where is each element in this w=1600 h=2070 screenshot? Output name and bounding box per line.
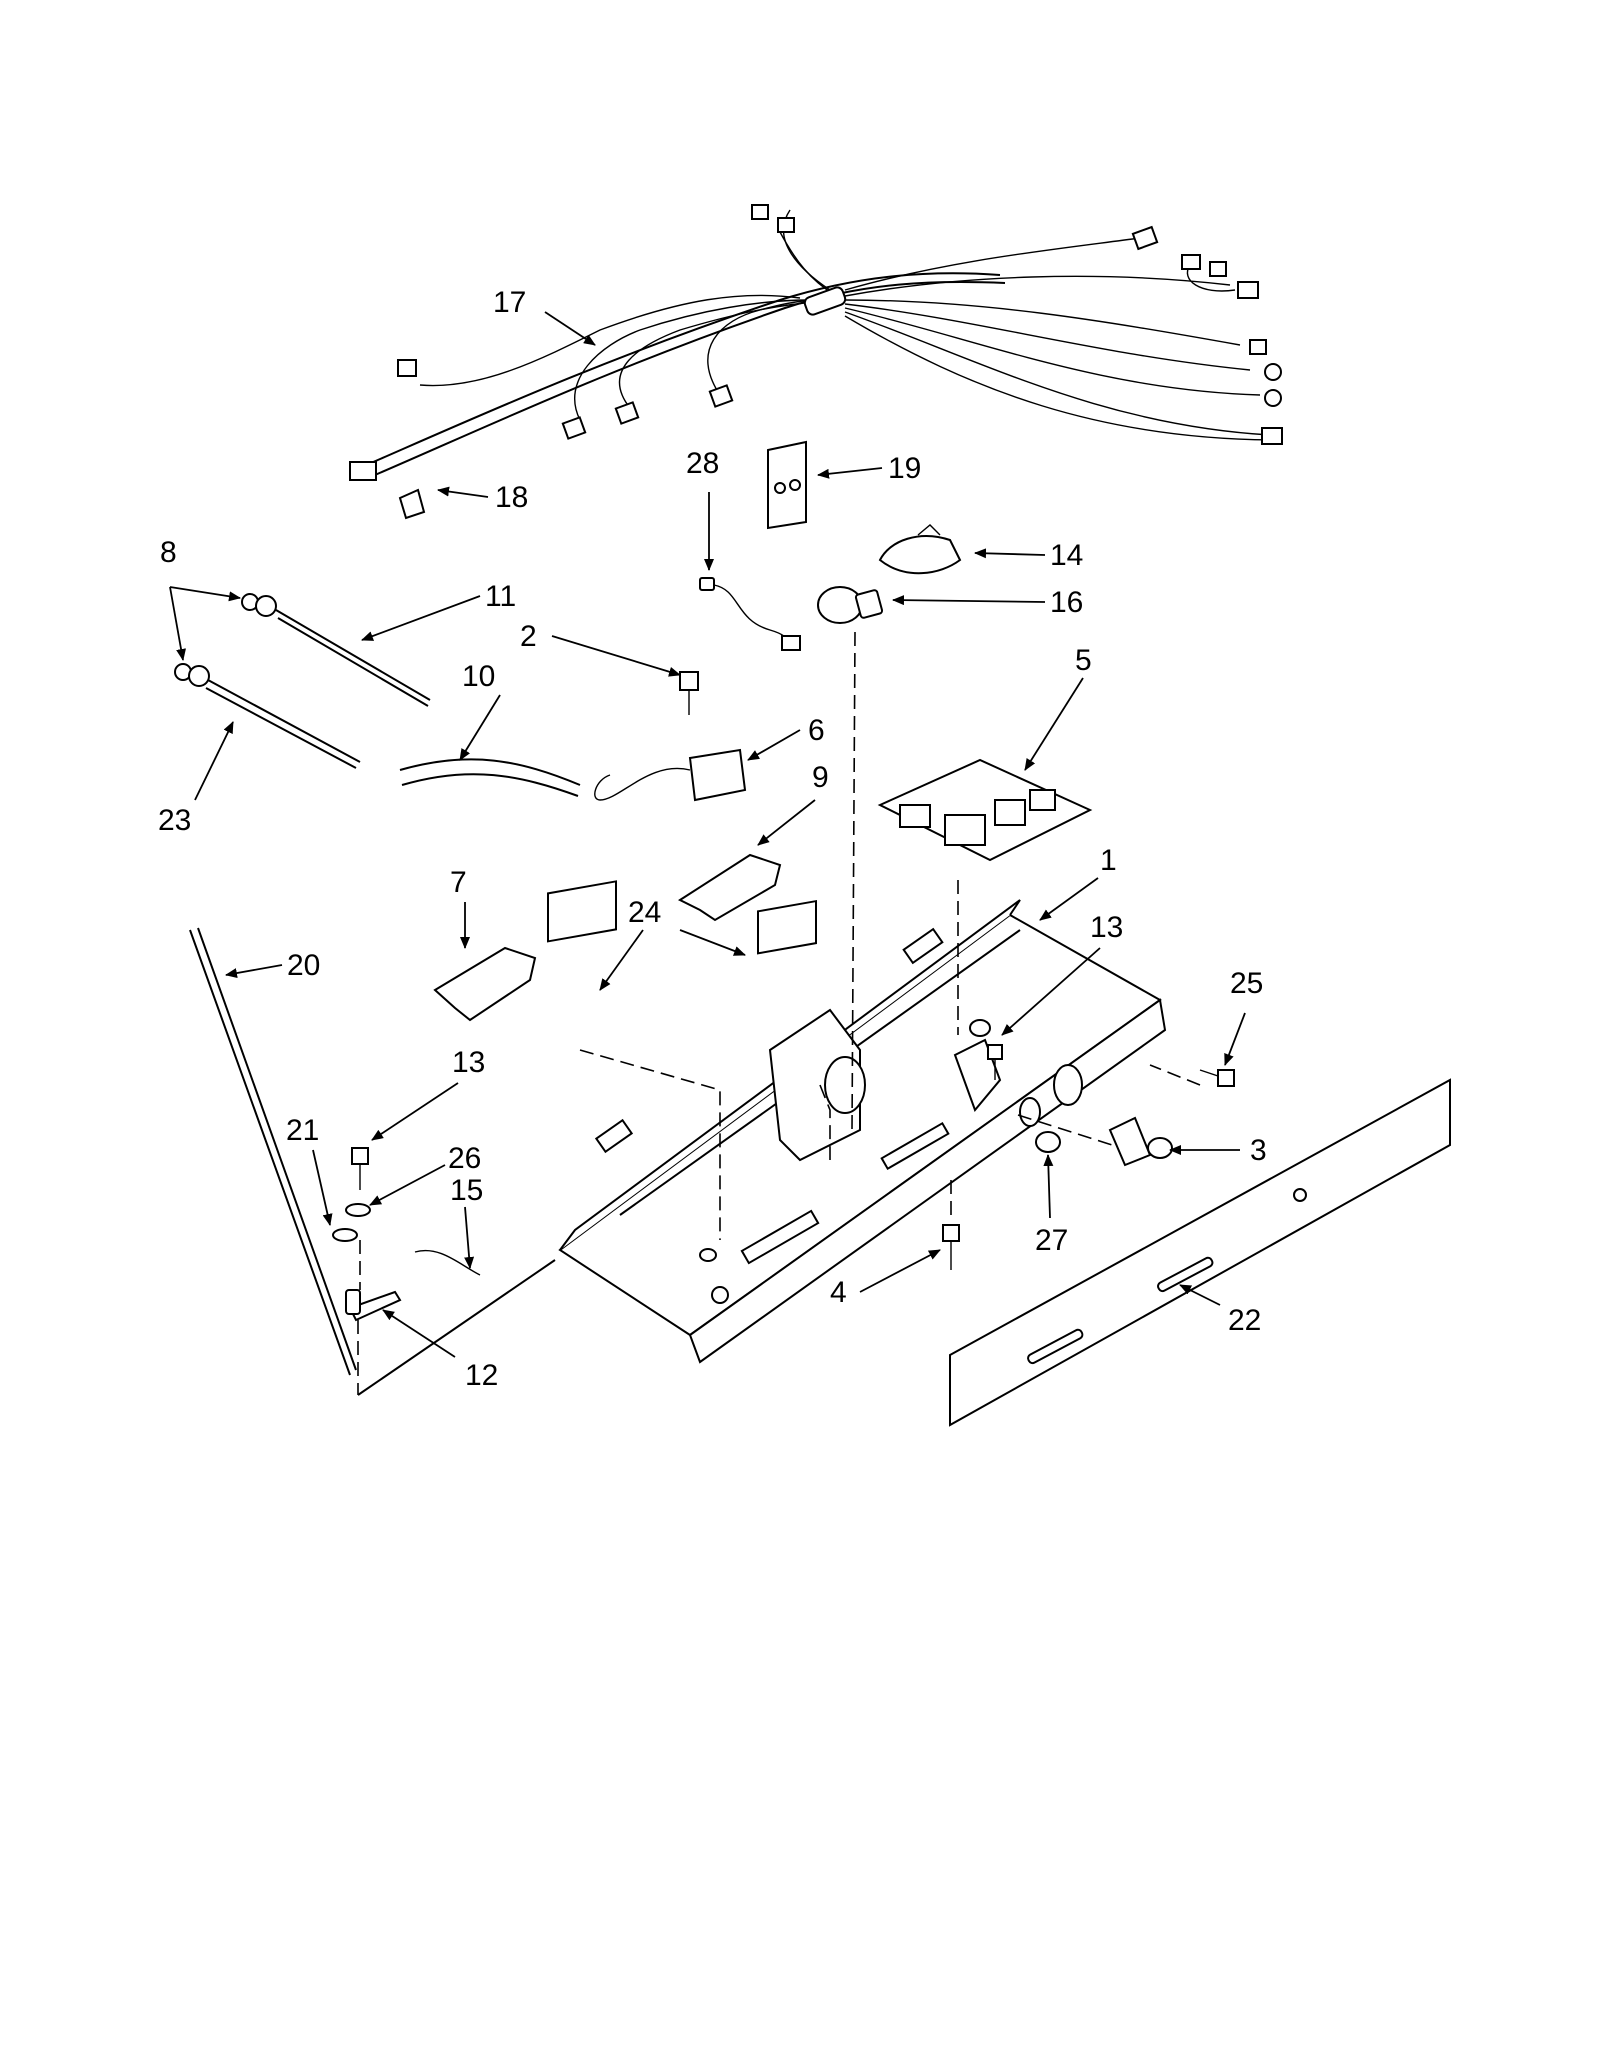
part-5-control-board	[877, 758, 1093, 862]
part-24-label-b	[757, 899, 817, 955]
callout-5: 5	[1075, 644, 1092, 677]
callout-18: 18	[495, 481, 528, 514]
part-8-grommets	[174, 593, 277, 687]
callout-27: 27	[1035, 1224, 1068, 1257]
part-16-bulb	[817, 586, 884, 624]
callout-26: 26	[448, 1142, 481, 1175]
callout-2: 2	[520, 620, 537, 653]
part-3-knob	[1108, 1116, 1173, 1167]
callout-3: 3	[1250, 1134, 1267, 1167]
part-24-label-a	[547, 880, 617, 943]
callout-9: 9	[812, 761, 829, 794]
part-9-bracket	[677, 853, 782, 922]
callout-25: 25	[1230, 967, 1263, 1000]
part-23-tube	[205, 679, 361, 769]
hinge-hardware	[332, 1147, 371, 1242]
part-27-cap	[1035, 1131, 1061, 1153]
part-22-trim	[949, 1078, 1451, 1427]
part-12-bracket	[345, 1289, 402, 1322]
callout-1: 1	[1100, 844, 1117, 877]
callout-20: 20	[287, 949, 320, 982]
part-1-housing	[558, 899, 1167, 1364]
callout-15: 15	[450, 1174, 483, 1207]
part-14-socket	[878, 524, 962, 575]
callout-7: 7	[450, 866, 467, 899]
callout-28: 28	[686, 447, 719, 480]
part-20-rod	[189, 927, 357, 1376]
callout-4: 4	[830, 1276, 847, 1309]
part-7-bracket	[433, 946, 537, 1022]
callout-12: 12	[465, 1359, 498, 1392]
callout-17: 17	[493, 286, 526, 319]
part-15-wire	[414, 1249, 481, 1276]
callout-21: 21	[286, 1114, 319, 1147]
callout-6: 6	[808, 714, 825, 747]
callout-labels: 17 18 19 28 14 16 8 11 2 10 23 6 9 5 1 7…	[158, 286, 1267, 1392]
part-6-switch	[594, 748, 747, 802]
part-11-tube	[275, 609, 431, 707]
callout-14: 14	[1050, 539, 1083, 572]
callout-23: 23	[158, 804, 191, 837]
callout-13-left: 13	[452, 1046, 485, 1079]
part-4-screw	[942, 1224, 960, 1270]
leader-lines	[169, 311, 1246, 1358]
part-10-hose	[399, 758, 581, 797]
part-2-screw	[679, 671, 699, 715]
callout-24: 24	[628, 896, 661, 929]
callout-13-right: 13	[1090, 911, 1123, 944]
assembly-lines	[357, 631, 1201, 1396]
callout-8: 8	[160, 536, 177, 569]
wire-harness	[349, 204, 1283, 481]
callout-22: 22	[1228, 1304, 1261, 1337]
callout-10: 10	[462, 660, 495, 693]
callout-16: 16	[1050, 586, 1083, 619]
part-18-clip	[398, 488, 426, 520]
part-28-wire	[699, 577, 801, 651]
callout-11: 11	[485, 580, 516, 613]
part-25-screw	[1199, 1069, 1235, 1087]
callout-19: 19	[888, 452, 921, 485]
part-19-pad	[767, 440, 807, 530]
part-13-screw-b	[987, 1044, 1003, 1080]
